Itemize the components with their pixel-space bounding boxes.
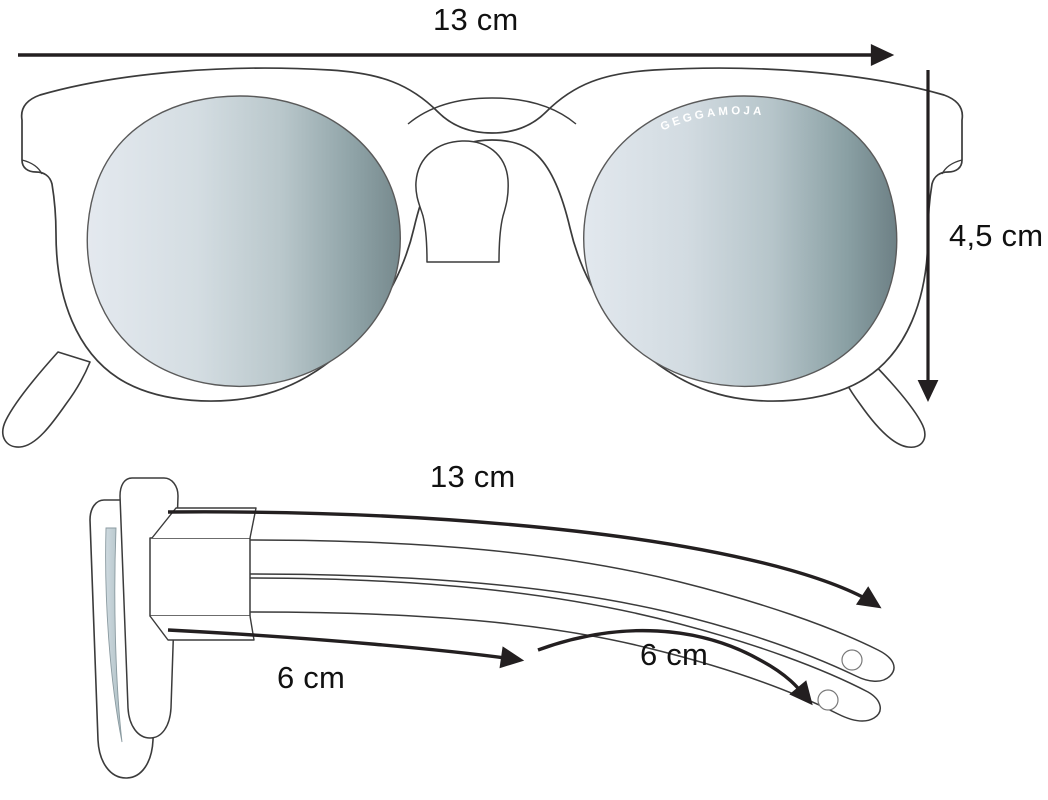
side-dimension-arrows (167, 510, 882, 706)
front-dimension-arrows (18, 43, 939, 402)
front-left-temple (2, 351, 91, 448)
side-total-length-label: 13 cm (430, 459, 516, 494)
side-hinge-lower-edge (149, 615, 255, 641)
side-front-segment-label: 6 cm (277, 660, 345, 695)
side-hinge-block (149, 537, 251, 617)
front-width-label: 13 cm (433, 2, 519, 37)
side-hinge-upper-edge (151, 507, 257, 539)
side-near-temple-rivet (817, 689, 839, 711)
front-bridge-ridge (407, 97, 577, 125)
front-height-label: 4,5 cm (949, 218, 1044, 253)
front-left-hinge (21, 159, 43, 175)
side-rear-segment-label: 6 cm (640, 637, 708, 672)
front-bridge (415, 140, 509, 263)
front-view-drawing: GEGGAMOJA (2, 67, 964, 448)
side-total-length-arrow (167, 510, 882, 609)
side-lens-sliver (105, 527, 123, 743)
side-far-temple-rivet (841, 649, 863, 671)
side-front-segment-arrow (167, 628, 525, 669)
side-view-drawing (89, 477, 895, 779)
front-right-hinge (941, 159, 963, 175)
right-lens (583, 95, 898, 388)
left-lens (86, 95, 401, 388)
side-rear-segment-arrow (537, 628, 813, 706)
